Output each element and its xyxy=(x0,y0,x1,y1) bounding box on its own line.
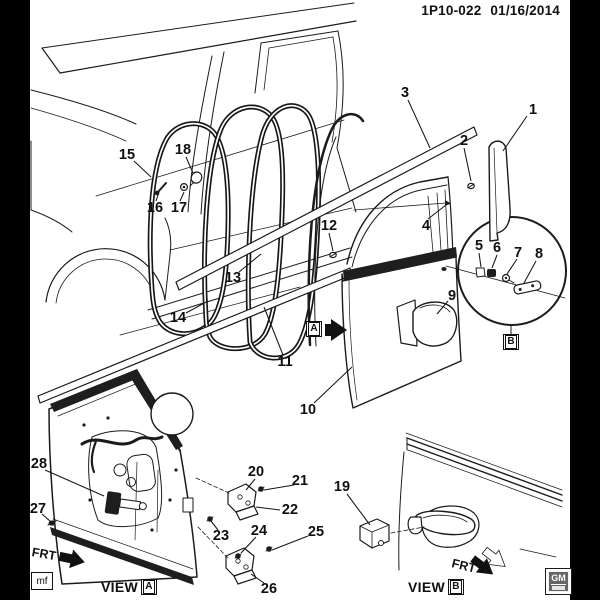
grommet-6 xyxy=(487,269,496,277)
screw-16 xyxy=(154,182,167,196)
section-marker-a-letter: A xyxy=(308,322,320,336)
view-a-letter-box: A xyxy=(140,579,157,595)
section-marker-b-letter: B xyxy=(505,335,517,349)
right-film-bar xyxy=(570,0,600,600)
hinge-alignment-lines xyxy=(195,477,230,559)
view-b-letter-box: B xyxy=(447,579,464,595)
doc-date: 01/16/2014 xyxy=(490,3,560,18)
gm-logo: GM xyxy=(545,568,572,595)
view-a-caption: VIEW A xyxy=(101,579,157,595)
bolt-2 xyxy=(467,182,475,190)
view-a-inner-door xyxy=(48,369,198,585)
view-b-caption-text: VIEW xyxy=(408,579,445,595)
section-marker-a: A xyxy=(306,321,322,337)
view-b-outer-door xyxy=(398,432,563,571)
door-check-28 xyxy=(104,491,147,515)
lower-hinge-26 xyxy=(225,547,257,585)
door-weatherstrip-13 xyxy=(245,103,322,361)
roof-molding-3 xyxy=(175,126,478,291)
frt-arrow-left-icon xyxy=(58,549,85,569)
view-a-caption-text: VIEW xyxy=(101,579,138,595)
door-weatherstrip-14 xyxy=(202,104,286,352)
doc-reference: 1P10-022 01/16/2014 xyxy=(421,3,560,18)
upper-hinge-22 xyxy=(227,483,259,521)
section-marker-b: B xyxy=(503,334,519,350)
gm-logo-inner: GM xyxy=(548,571,569,592)
left-film-bar xyxy=(0,0,30,600)
section-a-arrow-icon xyxy=(325,319,347,341)
leader-lines xyxy=(41,99,537,584)
hinge-bolts xyxy=(206,486,273,559)
bolt-27 xyxy=(47,520,57,526)
bracket-8 xyxy=(513,280,542,295)
speaker-circle xyxy=(150,392,194,436)
clip-7 xyxy=(501,273,515,284)
doc-number: 1P10-022 xyxy=(421,3,482,18)
phantom-lines xyxy=(95,119,451,211)
mf-stamp: mf xyxy=(31,572,53,590)
gm-logo-subbar xyxy=(552,585,565,590)
detail-circle-b xyxy=(441,216,567,335)
view-b-caption: VIEW B xyxy=(408,579,464,595)
applique-1 xyxy=(488,140,511,242)
mirror-9 xyxy=(396,299,458,347)
front-door-10 xyxy=(341,176,462,409)
grommet-17 xyxy=(180,183,189,192)
lock-cylinder-19 xyxy=(359,518,425,549)
clip-5 xyxy=(475,267,486,278)
frt-arrow-right-icon xyxy=(470,546,506,575)
bolt-12 xyxy=(329,251,337,259)
door-opening-weatherstrip-15 xyxy=(147,121,231,337)
gm-logo-text: GM xyxy=(551,572,566,585)
clip-18 xyxy=(189,171,203,187)
